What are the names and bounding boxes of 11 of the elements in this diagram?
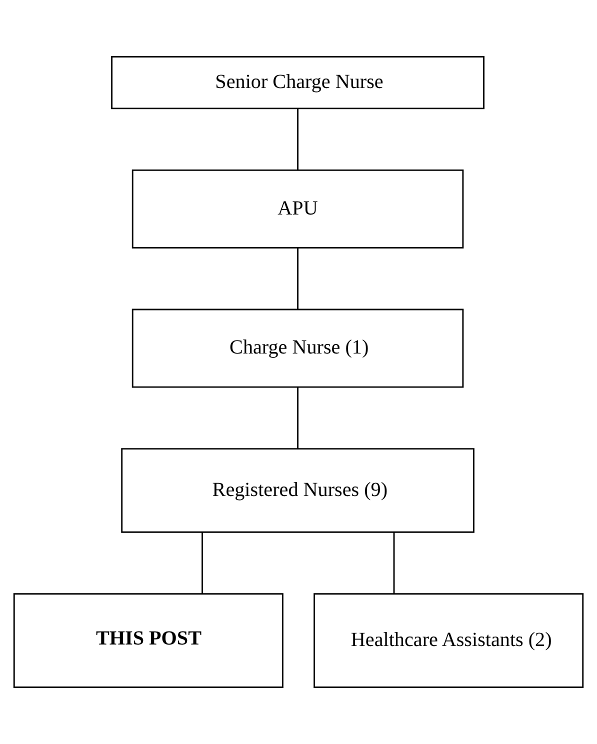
node-box: APU (132, 170, 464, 248)
node-box: Healthcare Assistants (2) (314, 593, 584, 688)
connector (393, 532, 395, 594)
node-box: Registered Nurses (9) (121, 448, 474, 533)
connector (297, 387, 298, 449)
connector (202, 532, 203, 594)
node-box: THIS POST (13, 593, 284, 688)
connector (297, 108, 298, 170)
connector (297, 248, 298, 310)
node-box: Charge Nurse (1) (132, 308, 464, 388)
node-box: Senior Charge Nurse (111, 56, 484, 110)
